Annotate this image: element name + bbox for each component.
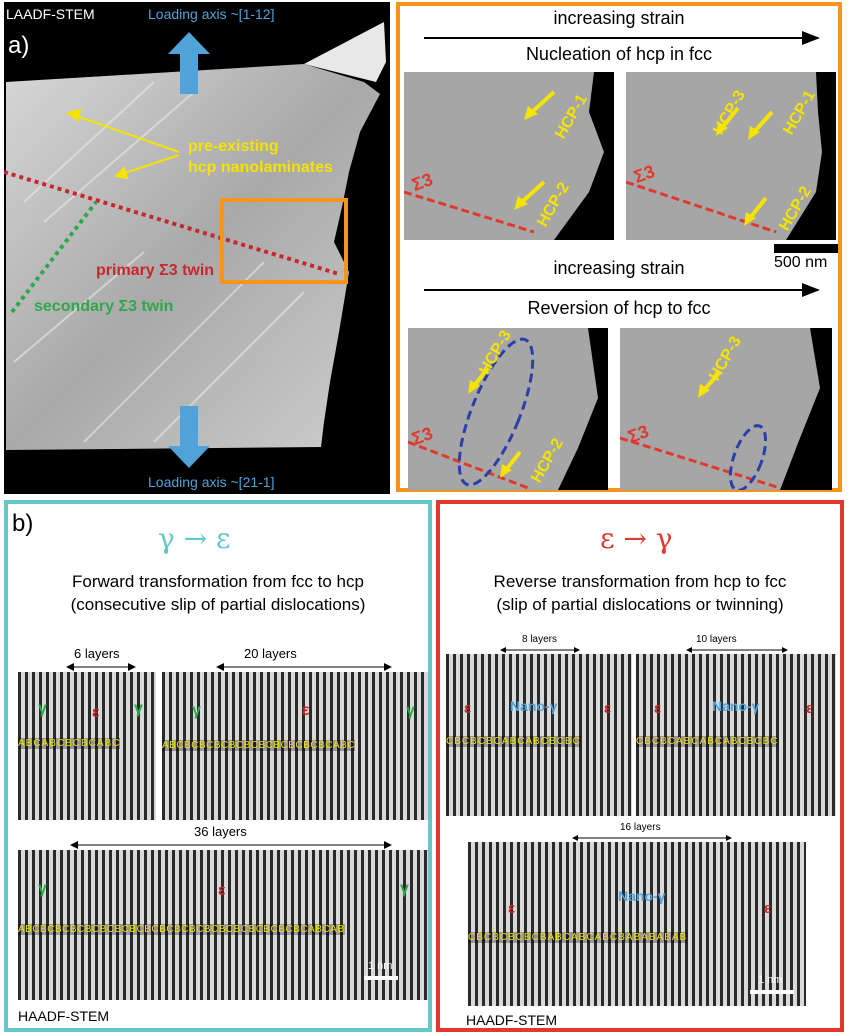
- layers-8-label: 8 layers: [522, 634, 558, 645]
- epsilon-label-r4: ε: [806, 700, 814, 717]
- epsilon-label-r1: ε: [464, 700, 472, 717]
- strain-sequence-panel: increasing strain Nucleation of hcp in f…: [396, 2, 842, 492]
- hrstem-image-10layers: ε Nano-γ ε CBCBCABCABCABCBCBC: [636, 654, 836, 816]
- nucleation-image-2: HCP-3 HCP-1 HCP-2 Σ3: [626, 72, 836, 240]
- nanolaminate-streaks: [13, 81, 305, 443]
- preexisting-label-2: hcp nanolaminates: [188, 159, 333, 176]
- reverse-title-2: (slip of partial dislocations or twinnin…: [496, 595, 784, 614]
- reversion-title: Reversion of hcp to fcc: [527, 298, 711, 318]
- strain-arrow-top: [424, 31, 820, 45]
- stacking-sequence-3: ABCBCBCBCBCBCBCBCBCBCBCBCBCBCBCBCBCBCBCA…: [18, 924, 345, 935]
- loading-axis-bottom: Loading axis ~[21-1]: [148, 474, 275, 490]
- hrstem-image-20layers: γ ε γ ABCBCBCBCBCBCBCBCBCBCBCABC: [162, 672, 428, 820]
- reverse-arrow-icon: →: [623, 522, 647, 555]
- secondary-twin-line: [10, 200, 98, 314]
- panel-b-letter: b): [12, 510, 34, 537]
- reversion-image-2: HCP-3 Σ3: [620, 328, 832, 490]
- stacking-sequence-1: ABCABCBCBCABC: [18, 738, 121, 749]
- forward-symbols: γ → ε: [158, 522, 231, 555]
- scale-label-left: 1 nm: [368, 960, 393, 972]
- primary-twin-label: primary Σ3 twin: [96, 262, 215, 279]
- strain-label-bottom: increasing strain: [553, 258, 685, 278]
- layers-6-arrow: [66, 663, 136, 671]
- epsilon-symbol: ε: [216, 522, 231, 555]
- layers-16-arrow: [572, 835, 732, 841]
- scale-bar-500nm: [774, 244, 838, 253]
- gamma-label-1: γ: [38, 700, 47, 717]
- gamma-symbol-r: γ: [655, 522, 673, 555]
- hrstem-image-16layers: ε Nano-γ ε CBCBCBCBCBABCABCABCBABABABAB …: [468, 842, 806, 1006]
- primary-twin-line: [4, 170, 340, 276]
- strain-arrow-bottom: [424, 283, 820, 297]
- epsilon-label-r6: ε: [764, 900, 772, 917]
- detector-label-right: HAADF-STEM: [466, 1012, 557, 1028]
- scale-bar-1nm-right: [750, 990, 794, 994]
- nucleation-image-1: HCP-1 HCP-2 Σ3: [404, 72, 614, 240]
- detector-label: LAADF-STEM: [6, 6, 95, 22]
- specimen-region: [6, 64, 380, 450]
- preexisting-label-1: pre-existing: [188, 138, 279, 155]
- reverse-title-1: Reverse transformation from hcp to fcc: [493, 572, 787, 591]
- panel-a-letter: a): [8, 32, 30, 59]
- nanolaminate-arrows: [65, 108, 180, 180]
- nano-gamma-label-1: Nano-γ: [510, 698, 558, 714]
- gamma-label-4: γ: [406, 702, 415, 719]
- stacking-sequence-r3: CBCBCBCBCBABCABCABCBABABABAB: [468, 932, 688, 943]
- epsilon-label-r2: ε: [604, 700, 612, 717]
- loading-arrows: [168, 32, 210, 468]
- epsilon-label-r3: ε: [654, 700, 662, 717]
- gamma-symbol: γ: [158, 522, 175, 555]
- loading-axis-top: Loading axis ~[1-12]: [148, 6, 275, 22]
- epsilon-label-r5: ε: [508, 900, 516, 917]
- detector-label-left: HAADF-STEM: [18, 1008, 109, 1024]
- gamma-label-3: γ: [192, 702, 201, 719]
- forward-title-2: (consecutive slip of partial dislocation…: [70, 595, 366, 614]
- layers-20-label: 20 layers: [244, 646, 297, 661]
- scale-label-right: 1 nm: [758, 974, 783, 986]
- epsilon-label-3: ε: [218, 882, 226, 899]
- nano-gamma-label-3: Nano-γ: [618, 888, 666, 904]
- hrstem-image-8layers: ε Nano-γ ε CBCBCBCABCABCBCBC: [446, 654, 632, 816]
- nano-gamma-label-2: Nano-γ: [712, 698, 760, 714]
- panel-a-micrograph: LAADF-STEM a) Loading axis ~[1-12] Loadi…: [4, 2, 390, 494]
- layers-10-arrow: [686, 647, 788, 653]
- stacking-sequence-r2: CBCBCABCABCABCBCBC: [636, 736, 779, 747]
- layers-16-label: 16 layers: [620, 822, 661, 833]
- zoom-region-box: [220, 198, 348, 284]
- panel-a-drawing: [4, 22, 386, 468]
- scale-bar-1nm-left: [364, 976, 398, 980]
- secondary-twin-label: secondary Σ3 twin: [34, 298, 174, 315]
- epsilon-symbol-r: ε: [600, 522, 615, 555]
- epsilon-label-1: ε: [92, 704, 100, 721]
- forward-arrow-icon: →: [183, 522, 208, 555]
- forward-transformation-panel: b) γ → ε Forward transformation from fcc…: [4, 500, 432, 1032]
- layers-8-arrow: [500, 647, 580, 653]
- gamma-label-2: γ: [134, 700, 143, 717]
- layers-6-label: 6 layers: [74, 646, 120, 661]
- reversion-image-1: HCP-3 HCP-2 Σ3: [408, 328, 608, 490]
- scale-label-500nm: 500 nm: [774, 254, 828, 271]
- layers-36-arrow: [70, 841, 392, 849]
- stacking-sequence-2: ABCBCBCBCBCBCBCBCBCBCBCABC: [162, 740, 356, 751]
- reverse-symbols: ε → γ: [600, 522, 673, 555]
- reverse-transformation-panel: ε → γ Reverse transformation from hcp to…: [436, 500, 844, 1032]
- hrstem-image-36layers: γ ε γ ABCBCBCBCBCBCBCBCBCBCBCBCBCBCBCBCB…: [18, 850, 428, 1000]
- epsilon-label-2: ε: [302, 702, 310, 719]
- specimen-edge: [304, 22, 386, 82]
- hrstem-image-6layers: γ ε γ ABCABCBCBCABC: [18, 672, 156, 820]
- layers-20-arrow: [216, 663, 392, 671]
- layers-36-label: 36 layers: [194, 824, 247, 839]
- forward-title-1: Forward transformation from fcc to hcp: [72, 572, 364, 591]
- nucleation-title: Nucleation of hcp in fcc: [525, 44, 713, 64]
- gamma-label-5: γ: [38, 880, 47, 897]
- stacking-sequence-r1: CBCBCBCABCABCBCBC: [446, 736, 581, 747]
- strain-label-top: increasing strain: [553, 8, 685, 28]
- gamma-label-6: γ: [400, 880, 409, 897]
- layers-10-label: 10 layers: [696, 634, 737, 645]
